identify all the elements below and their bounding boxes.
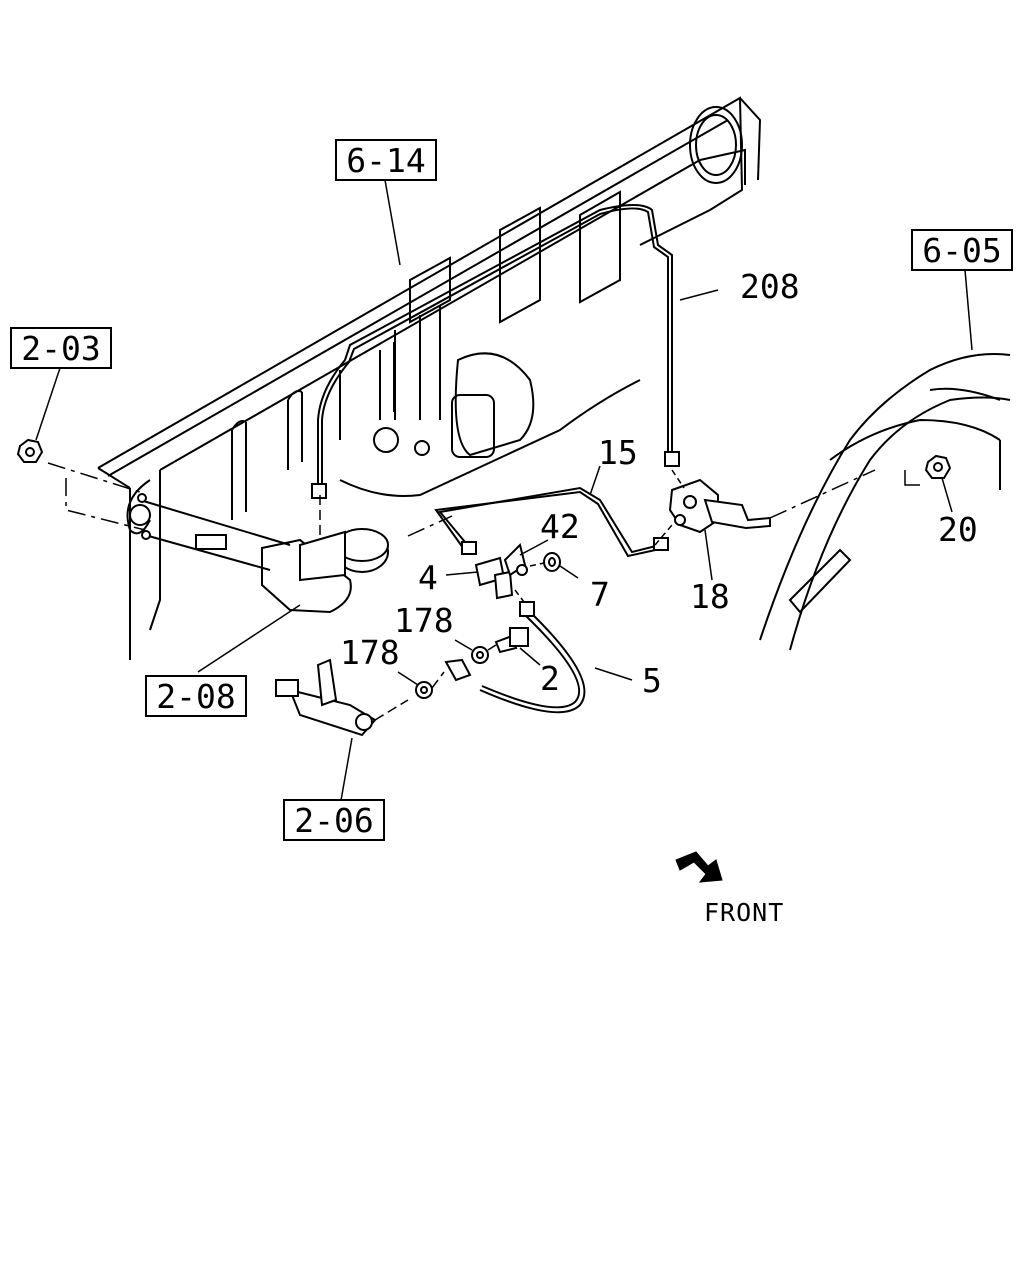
front-arrow-icon <box>675 851 723 883</box>
callout-2: 2 <box>540 659 560 698</box>
ref-box-2-06: 2-06 <box>283 799 385 841</box>
slave-cylinder <box>275 658 377 737</box>
front-label: FRONT <box>704 898 784 927</box>
nut-7 <box>543 552 561 572</box>
washer-178-b <box>415 681 433 699</box>
ref-box-2-03: 2-03 <box>10 327 112 369</box>
callout-5: 5 <box>642 661 662 700</box>
master-cylinder <box>137 493 389 614</box>
wheel-arch <box>759 353 1011 651</box>
callout-178-a: 178 <box>394 601 454 640</box>
ref-box-2-08: 2-08 <box>145 675 247 717</box>
callout-4: 4 <box>418 558 438 597</box>
nut-2-03 <box>16 438 44 463</box>
leader-lines <box>35 179 973 807</box>
valve-18 <box>668 478 771 534</box>
callout-18: 18 <box>690 577 730 616</box>
ref-label-2-08: 2-08 <box>156 677 235 716</box>
hose-fitting <box>444 658 472 682</box>
ref-label-6-05: 6-05 <box>922 231 1001 270</box>
dash-panel <box>97 96 762 660</box>
bolt-2 <box>494 627 529 654</box>
ref-box-6-14: 6-14 <box>335 139 437 181</box>
clutch-hose-5 <box>479 601 586 714</box>
bracket-4 <box>474 543 528 600</box>
ref-label-2-03: 2-03 <box>21 329 100 368</box>
callout-178-b: 178 <box>340 633 400 672</box>
callout-7: 7 <box>590 575 610 614</box>
nut-20 <box>924 454 952 479</box>
clutch-pipe-208 <box>311 204 680 499</box>
callout-208: 208 <box>740 267 800 306</box>
ref-box-6-05: 6-05 <box>911 229 1013 271</box>
washer-178-a <box>471 646 489 664</box>
callout-15: 15 <box>598 433 638 472</box>
ref-label-2-06: 2-06 <box>294 801 373 840</box>
callout-42: 42 <box>540 507 580 546</box>
ref-label-6-14: 6-14 <box>346 141 425 180</box>
callout-20: 20 <box>938 510 978 549</box>
